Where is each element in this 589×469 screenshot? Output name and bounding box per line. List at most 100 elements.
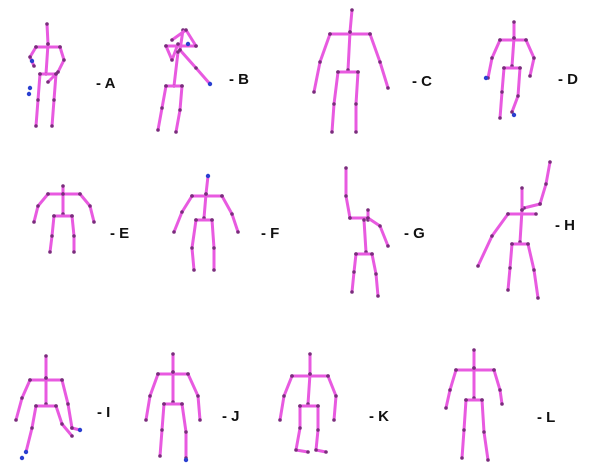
joint [506, 288, 510, 292]
joint [500, 402, 504, 406]
bone-k-6 [294, 404, 310, 454]
joint [172, 230, 176, 234]
bone-e-7 [70, 214, 76, 254]
joint [294, 448, 298, 452]
stray-keypoint [185, 41, 191, 47]
stray-keypoint [23, 449, 29, 455]
joint [526, 242, 530, 246]
skeleton-a [26, 22, 66, 128]
joint [54, 72, 58, 76]
skeleton-k [278, 352, 338, 454]
bone-l-7 [480, 398, 490, 462]
stray-keypoint [183, 457, 189, 463]
joint [236, 230, 240, 234]
joint [532, 56, 536, 60]
joint [378, 224, 382, 228]
stray-keypoint [511, 112, 517, 118]
bone-b-3 [170, 28, 198, 48]
bone-f-4 [202, 192, 208, 220]
joint [332, 418, 336, 422]
joint [46, 192, 50, 196]
joint [498, 38, 502, 42]
joint [88, 204, 92, 208]
joint [308, 372, 312, 376]
stray-keypoint [77, 427, 83, 433]
stray-keypoint [205, 173, 211, 179]
joint [318, 60, 322, 64]
bone-g-4 [362, 218, 368, 254]
bone-h-4 [476, 212, 510, 268]
joint [32, 64, 36, 68]
joint [34, 45, 38, 49]
bone-e-6 [48, 214, 56, 254]
label-f: - F [261, 225, 280, 242]
joint [156, 128, 160, 132]
bone-c-0 [348, 8, 354, 34]
joint [70, 214, 74, 218]
joint [174, 130, 178, 134]
bone-a-0 [45, 22, 50, 46]
joint [336, 70, 340, 74]
joint [46, 42, 50, 46]
joint [548, 160, 552, 164]
label-e: - E [110, 225, 130, 242]
joint [210, 218, 214, 222]
joint [480, 398, 484, 402]
joint [368, 32, 372, 36]
bone-e-3 [78, 192, 96, 224]
joint [144, 418, 148, 422]
joint [354, 102, 358, 106]
joint [170, 38, 174, 42]
joint [180, 402, 184, 406]
joint [212, 268, 216, 272]
bone-d-4 [510, 36, 516, 68]
joint [46, 80, 50, 84]
joint [34, 124, 38, 128]
joint [70, 434, 74, 438]
joint [192, 268, 196, 272]
joint [538, 202, 542, 206]
label-k: - K [369, 408, 389, 425]
joint [332, 102, 336, 106]
joint [528, 74, 532, 78]
label-h: - H [555, 217, 575, 234]
skeleton-i [14, 354, 83, 461]
joint [462, 428, 466, 432]
joint [190, 246, 194, 250]
joint [330, 130, 334, 134]
bone-k-4 [306, 372, 312, 406]
joint [162, 402, 166, 406]
joint [78, 192, 82, 196]
stray-keypoint [19, 455, 25, 461]
label-d: - D [558, 71, 578, 88]
joint [62, 58, 66, 62]
joint [386, 86, 390, 90]
joint [92, 220, 96, 224]
bone-d-7 [510, 66, 522, 114]
joint [148, 394, 152, 398]
skeleton-c [312, 8, 390, 134]
bone-f-6 [190, 218, 198, 272]
bone-c-2 [312, 32, 332, 94]
bone-g-3 [366, 216, 390, 248]
joint [45, 22, 49, 26]
bone-e-2 [32, 192, 50, 224]
joint [444, 406, 448, 410]
joint [520, 208, 524, 212]
joint [52, 214, 56, 218]
bone-b-5 [172, 50, 180, 88]
bone-i-2 [14, 378, 32, 422]
bone-k-3 [326, 374, 338, 422]
stray-keypoint [27, 85, 33, 91]
bone-k-7 [314, 404, 328, 454]
joint [44, 354, 48, 358]
joint [50, 124, 54, 128]
joint [60, 422, 64, 426]
joint [510, 242, 514, 246]
joint [472, 348, 476, 352]
joint [500, 90, 504, 94]
joint [190, 194, 194, 198]
joint [354, 130, 358, 134]
joint [376, 294, 380, 298]
